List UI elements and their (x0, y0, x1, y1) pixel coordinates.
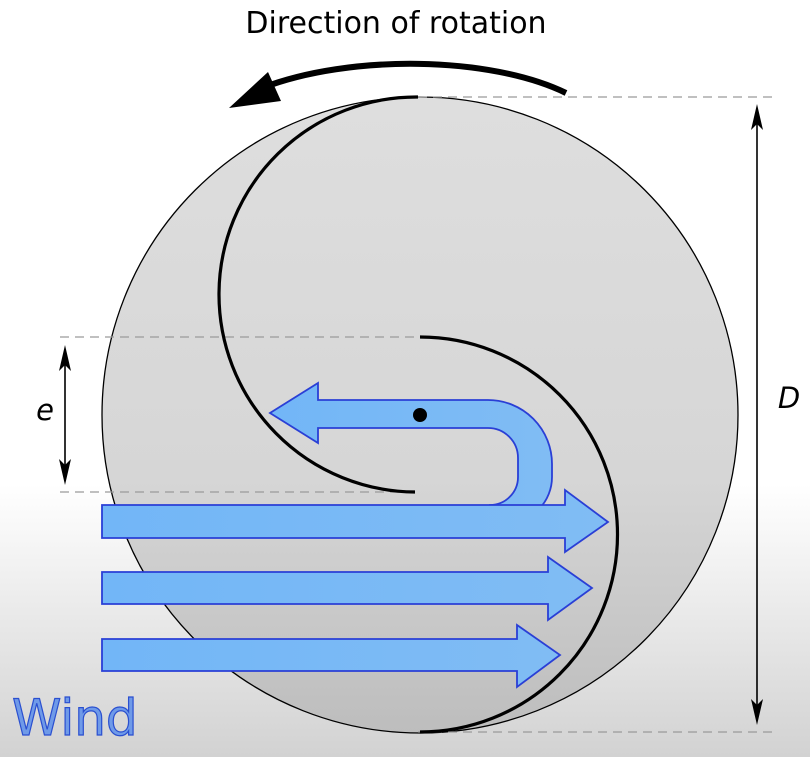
rotor-axis-dot (413, 408, 427, 422)
overlap-dimension (59, 345, 71, 485)
diameter-arrowhead-top (751, 104, 763, 130)
wind-arrow-3 (101, 623, 562, 689)
rotation-arrow-head (229, 72, 281, 108)
wind-arrows (101, 381, 610, 689)
upper-blade (217, 95, 419, 494)
overlap-label: e (36, 393, 54, 427)
wind-arrow-1 (101, 488, 610, 554)
diameter-arrowhead-bottom (751, 699, 763, 725)
rotation-arrow-shaft (260, 60, 568, 96)
overlap-arrowhead-top (59, 345, 71, 371)
return-flow-arrow (268, 381, 553, 524)
wind-label: Wind (12, 689, 138, 747)
diameter-dimension (751, 104, 763, 725)
diameter-label: D (778, 381, 800, 415)
wind-arrow-2 (101, 555, 594, 622)
lower-blade (419, 335, 620, 734)
dimension-guides (60, 96, 775, 733)
overlap-arrowhead-bottom (59, 459, 71, 485)
diagram-title: Direction of rotation (245, 6, 546, 41)
